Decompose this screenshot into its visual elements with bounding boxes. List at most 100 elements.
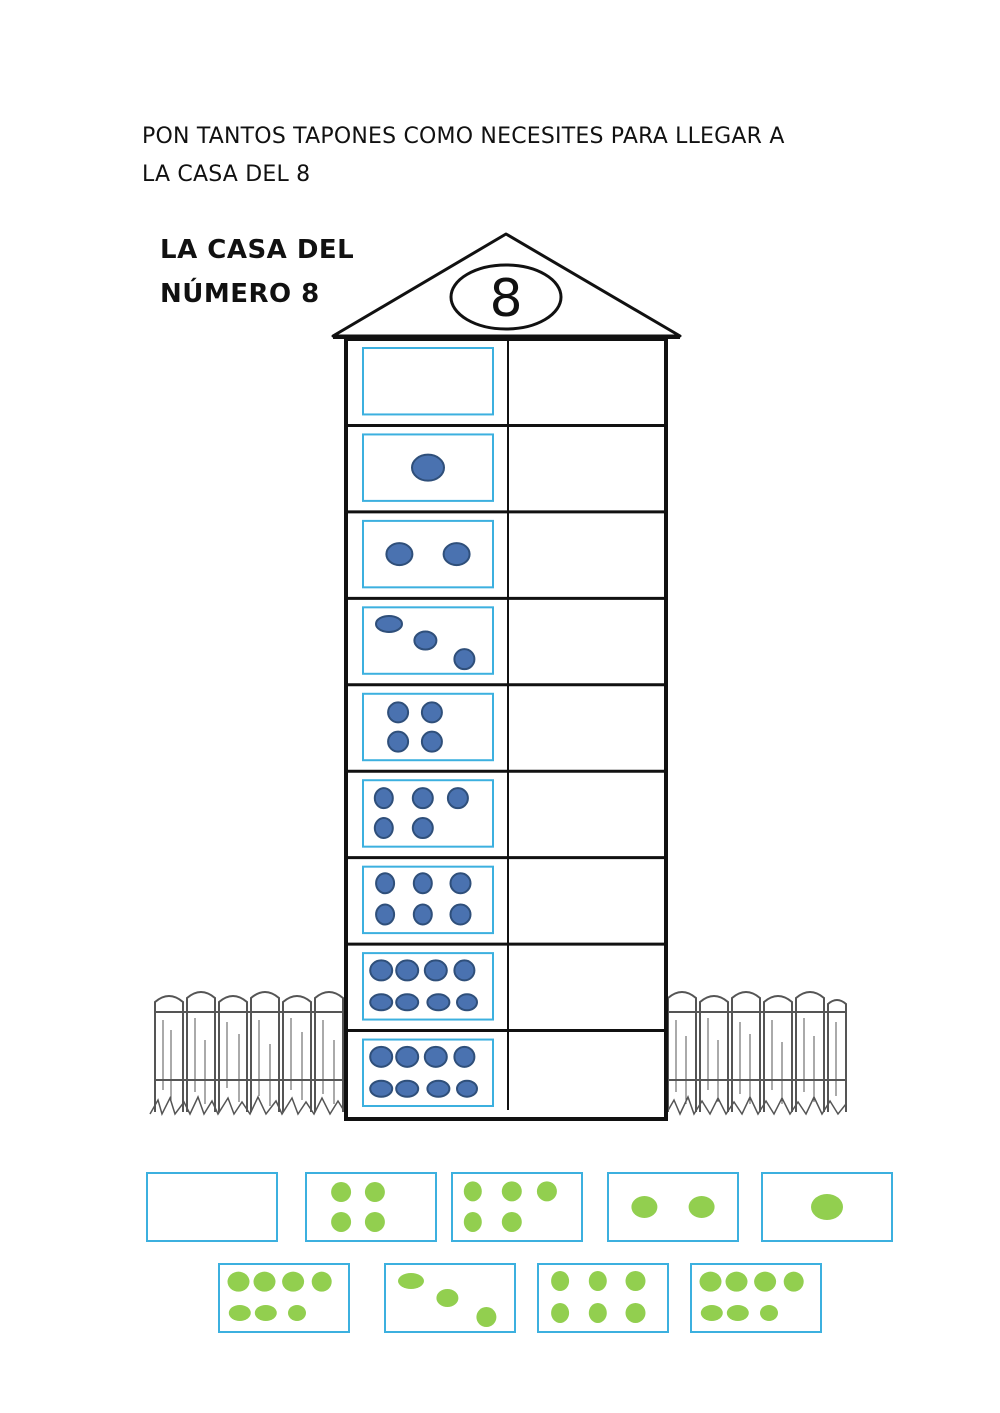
cap-dot: [463, 1181, 482, 1202]
cap-dot: [311, 1271, 332, 1292]
cap-card-row1-4-frame: [607, 1172, 739, 1242]
cap-dot: [449, 872, 472, 895]
cap-cards-row-2: [218, 1263, 822, 1333]
right-fence: [665, 991, 847, 1116]
left-fence-picket-1: [154, 995, 184, 1112]
cap-dot: [551, 1302, 570, 1323]
cap-card-row1-5: [761, 1172, 893, 1242]
cap-dot: [446, 787, 469, 810]
cap-card-row1-1-frame: [146, 1172, 278, 1242]
cap-dot: [760, 1304, 778, 1321]
cap-dot: [699, 1271, 722, 1292]
cap-dot: [726, 1304, 749, 1321]
right-fence-picket-5: [795, 991, 825, 1112]
floor-box-9: [362, 1038, 494, 1107]
left-fence-picket-5: [282, 995, 312, 1112]
cap-dot: [420, 701, 443, 724]
cap-dot: [395, 993, 420, 1012]
cap-dot: [412, 872, 433, 895]
right-fence-picket-4: [763, 995, 793, 1112]
right-fence-picket-6: [827, 999, 847, 1112]
cap-card-row2-1: [218, 1263, 350, 1333]
cap-dot: [385, 542, 414, 567]
right-fence-texture: [675, 1018, 837, 1104]
cap-dot: [725, 1271, 748, 1292]
cap-card-row1-3: [451, 1172, 583, 1242]
floor-box-2: [362, 433, 494, 502]
house-title-line-1: LA CASA DEL: [160, 235, 355, 265]
roof-number-oval: [449, 263, 563, 331]
floor-box-3: [362, 519, 494, 589]
cap-dot: [551, 1271, 570, 1291]
cap-dot: [453, 959, 476, 982]
left-fence-texture: [162, 1018, 335, 1106]
cap-dot: [364, 1182, 385, 1203]
cap-dot: [227, 1271, 250, 1292]
house-title: LA CASA DEL NÚMERO 8: [160, 228, 354, 316]
cap-dot: [331, 1211, 352, 1232]
cap-dot: [588, 1302, 607, 1323]
cap-dot: [412, 903, 433, 926]
cap-dot: [254, 1304, 277, 1321]
cap-dot: [282, 1271, 305, 1292]
cap-dot: [373, 817, 394, 840]
cap-dot: [398, 1273, 424, 1289]
floor-boxes: [362, 347, 494, 1107]
roof-number: 8: [489, 269, 522, 329]
cap-dot: [288, 1304, 306, 1321]
cap-dot: [331, 1182, 352, 1203]
cap-dot: [456, 993, 478, 1012]
cap-dot: [373, 787, 394, 810]
floor-box-7: [362, 865, 494, 935]
cap-dot: [456, 1079, 478, 1098]
cap-dot: [625, 1271, 646, 1291]
cap-dot: [631, 1196, 658, 1218]
cap-dot: [387, 701, 410, 724]
cap-dot: [811, 1194, 843, 1220]
right-fence-picket-2: [699, 995, 729, 1112]
right-fence-picket-3: [731, 991, 761, 1112]
cap-dot: [426, 993, 451, 1012]
cap-dot: [413, 630, 438, 651]
cap-dot: [588, 1271, 607, 1291]
cap-card-row2-3: [537, 1263, 669, 1333]
cap-card-row2-4: [690, 1263, 822, 1333]
cap-dot: [501, 1211, 522, 1232]
left-fence: [149, 991, 347, 1117]
cap-dot: [625, 1302, 646, 1323]
cap-dot: [395, 1045, 420, 1068]
cap-card-row1-4: [607, 1172, 739, 1242]
instruction-line-1: PON TANTOS TAPONES COMO NECESITES PARA L…: [142, 124, 785, 149]
cap-dot: [700, 1304, 723, 1321]
floor-box-3-frame: [362, 519, 494, 589]
cap-dot: [375, 614, 403, 633]
cap-card-row2-2: [384, 1263, 516, 1333]
cap-dot: [436, 1289, 459, 1307]
cap-dot: [754, 1271, 777, 1292]
cap-dot: [369, 993, 394, 1012]
floor-box-8: [362, 952, 494, 1021]
cap-dot: [411, 817, 434, 840]
house: 8: [331, 232, 682, 1121]
cap-dot: [476, 1307, 497, 1328]
cap-dot: [369, 1079, 394, 1098]
floor-box-1: [362, 347, 494, 416]
floor-box-1-frame: [362, 347, 494, 416]
cap-dot: [369, 1045, 394, 1068]
cap-dot: [375, 903, 396, 926]
cap-dot: [536, 1181, 557, 1202]
cap-dot: [420, 730, 443, 753]
cap-dot: [463, 1211, 482, 1232]
cap-dot: [501, 1181, 522, 1202]
cap-dot: [442, 542, 471, 567]
right-fence-picket-1: [667, 991, 697, 1112]
cap-card-row1-1: [146, 1172, 278, 1242]
cap-dot: [253, 1271, 276, 1292]
left-fence-picket-2: [186, 991, 216, 1112]
cap-dot: [411, 453, 445, 482]
cap-dot: [783, 1271, 804, 1292]
floor-box-6: [362, 779, 494, 848]
floor-dividers: [346, 423, 666, 1033]
cap-card-row1-2: [305, 1172, 437, 1242]
